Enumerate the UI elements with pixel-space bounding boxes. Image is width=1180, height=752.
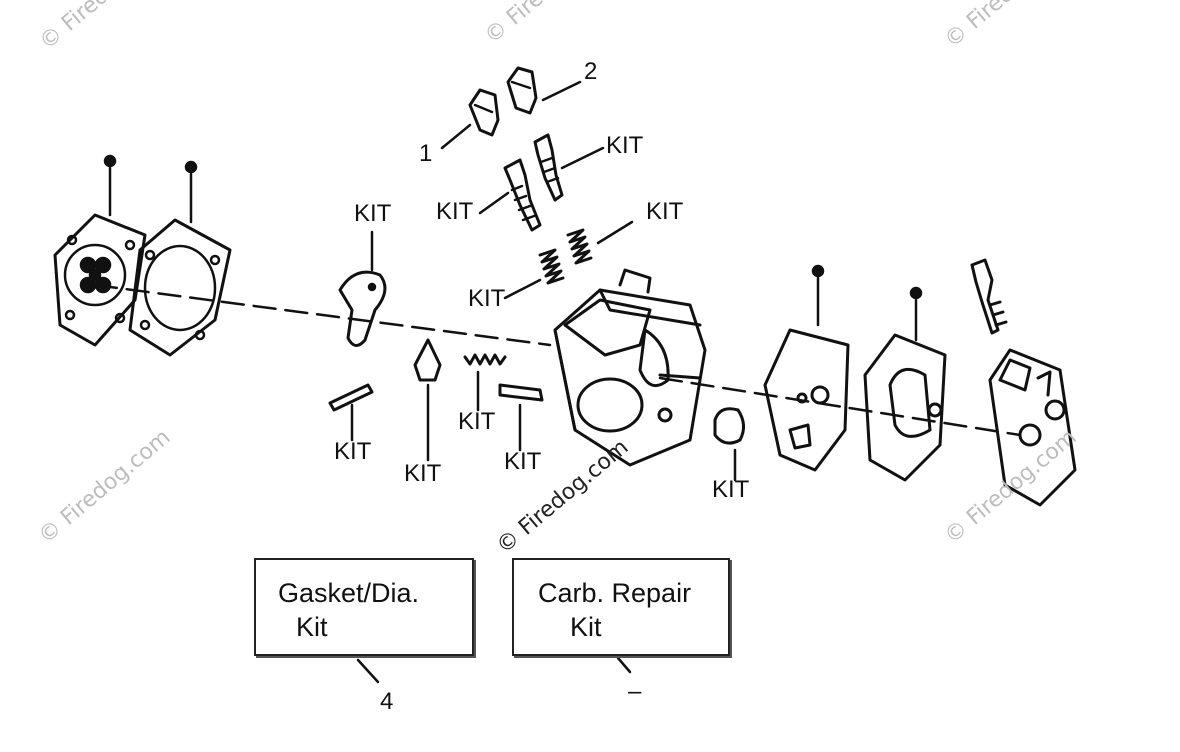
gasket-dia-kit-box: Gasket/Dia. Kit xyxy=(254,558,474,656)
part-number-1: 1 xyxy=(419,140,433,167)
gasket-2 xyxy=(128,218,232,357)
part-number-dash: – xyxy=(628,678,642,705)
kit-box-title: Carb. Repair xyxy=(538,578,692,608)
kit-box-subtitle: Kit xyxy=(296,612,328,642)
kit-label: KIT xyxy=(646,198,684,225)
bullet-mark xyxy=(103,154,117,168)
leader-line-4 xyxy=(356,658,380,684)
carburetor-body xyxy=(553,268,707,467)
bullet-mark xyxy=(909,286,923,300)
metering-lever xyxy=(338,270,387,347)
diaphragm-1 xyxy=(763,328,850,472)
mixture-screw-1 xyxy=(503,158,542,232)
gasket-1 xyxy=(53,213,147,347)
mixture-screw-2 xyxy=(533,133,564,202)
leader-line-dash xyxy=(616,656,632,674)
welch-plug xyxy=(713,407,745,445)
mixture-spring-1 xyxy=(538,248,565,285)
lever-spring xyxy=(463,353,507,366)
kit-label: KIT xyxy=(404,460,442,487)
inlet-needle xyxy=(413,338,442,382)
assembly-axis-line xyxy=(93,283,552,347)
kit-label: KIT xyxy=(504,448,542,475)
kit-box-title: Gasket/Dia. xyxy=(278,578,420,608)
kit-box-subtitle: Kit xyxy=(570,612,602,642)
assembly-axis-line-right xyxy=(658,376,1022,437)
kit-label: KIT xyxy=(458,408,496,435)
mixture-spring-2 xyxy=(566,228,593,265)
bullet-mark xyxy=(811,264,825,278)
carb-repair-kit-box: Carb. Repair Kit xyxy=(512,558,730,656)
kit-label: KIT xyxy=(436,198,474,225)
kit-label: KIT xyxy=(334,438,372,465)
screw xyxy=(498,383,544,402)
kit-label: KIT xyxy=(606,132,644,159)
bullet-mark xyxy=(184,160,198,174)
kit-label: KIT xyxy=(468,285,506,312)
pin xyxy=(328,383,374,412)
part-number-4: 4 xyxy=(380,688,394,715)
kit-label: KIT xyxy=(712,476,750,503)
adjust-cap-1 xyxy=(468,88,500,137)
cover-screw xyxy=(970,258,1008,335)
part-number-2: 2 xyxy=(584,58,598,85)
gasket-3 xyxy=(863,333,947,482)
adjust-cap-2 xyxy=(506,66,538,115)
pump-cover xyxy=(988,348,1077,507)
kit-label: KIT xyxy=(354,200,392,227)
